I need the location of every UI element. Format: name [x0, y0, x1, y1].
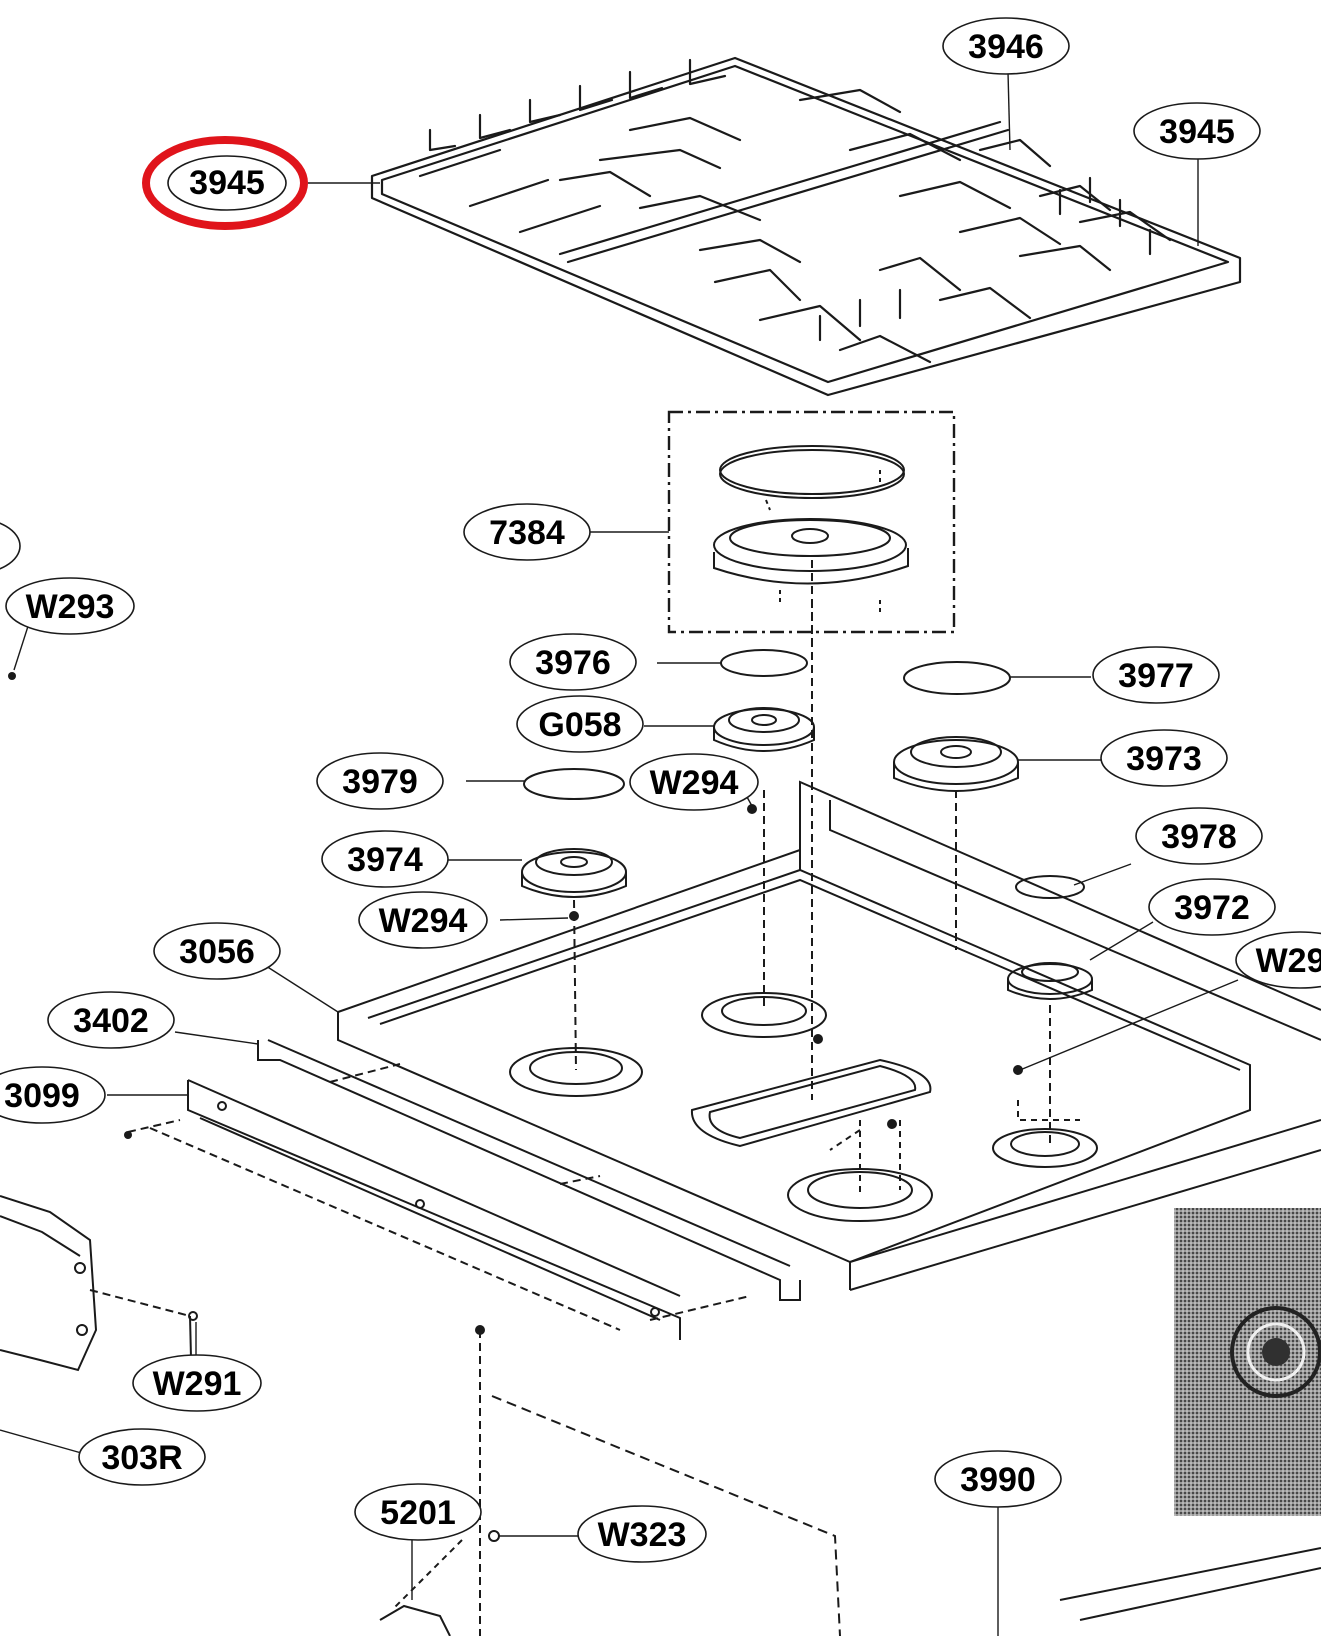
callout-3056[interactable]: 3056 — [153, 922, 281, 980]
oval-burner-assembly — [667, 410, 956, 650]
callout-label: W294 — [650, 764, 739, 802]
callout-label: 3056 — [179, 933, 255, 971]
callout-label: W294 — [1256, 942, 1321, 980]
callout-label: W291 — [153, 1365, 242, 1403]
highlight-ring — [142, 136, 308, 230]
callout-w294[interactable]: W294 — [1235, 931, 1321, 989]
callout-3973[interactable]: 3973 — [1100, 729, 1228, 787]
callouts: 3945 3946 3945 7384 W293 3976 3977 — [0, 17, 1321, 1563]
callout-label: 3979 — [342, 763, 418, 801]
callout-3978[interactable]: 3978 — [1135, 807, 1263, 865]
callout-label: W323 — [598, 1516, 687, 1554]
callout-3945-highlighted[interactable]: 3945 — [167, 155, 287, 211]
callout-label: 3402 — [73, 1002, 149, 1040]
callout-3946[interactable]: 3946 — [942, 17, 1070, 75]
callout-label: 3977 — [1118, 657, 1194, 695]
callout-3976[interactable]: 3976 — [509, 633, 637, 691]
callout-label: 3946 — [968, 28, 1044, 66]
callout-label: 3945 — [189, 164, 265, 202]
callout-w291[interactable]: W291 — [132, 1354, 262, 1412]
cooktop-tray — [337, 600, 1321, 1291]
callout-label: 3945 — [1159, 113, 1235, 151]
callout-w323[interactable]: W323 — [577, 1505, 707, 1563]
callout-label: 3972 — [1174, 889, 1250, 927]
callout-label: 7384 — [489, 514, 565, 552]
callout-w294[interactable]: W294 — [358, 891, 488, 949]
callout-label: 3990 — [960, 1461, 1036, 1499]
callout-3990[interactable]: 3990 — [934, 1450, 1062, 1508]
callout-label: W293 — [26, 588, 115, 626]
leader-lines — [0, 71, 1239, 1636]
callout-w294[interactable]: W294 — [629, 753, 759, 811]
callout-3099[interactable]: 3099 — [0, 1066, 106, 1124]
partial-callout — [0, 522, 21, 570]
callout-label: 3974 — [347, 841, 423, 879]
callout-label: W294 — [379, 902, 468, 940]
grate-assembly — [370, 56, 1242, 397]
front-rails — [127, 1039, 801, 1340]
screws — [8, 672, 1023, 1335]
burner-caps-and-heads — [521, 649, 1093, 1000]
callout-w293[interactable]: W293 — [5, 577, 135, 635]
callout-label: G058 — [538, 706, 621, 744]
callout-303r[interactable]: 303R — [78, 1428, 206, 1486]
photo-inset — [1174, 1208, 1321, 1516]
callout-3972[interactable]: 3972 — [1148, 878, 1276, 936]
callout-3945[interactable]: 3945 — [1133, 102, 1261, 160]
callout-3974[interactable]: 3974 — [321, 830, 449, 888]
callout-label: 5201 — [380, 1494, 456, 1532]
callout-7384[interactable]: 7384 — [463, 503, 591, 561]
callout-label: 303R — [101, 1439, 182, 1477]
callout-label: 3978 — [1161, 818, 1237, 856]
callout-3402[interactable]: 3402 — [47, 991, 175, 1049]
callout-g058[interactable]: G058 — [516, 695, 644, 753]
callout-5201[interactable]: 5201 — [354, 1483, 482, 1541]
callout-3977[interactable]: 3977 — [1092, 646, 1220, 704]
callout-label: 3099 — [4, 1077, 80, 1115]
callout-label: 3973 — [1126, 740, 1202, 778]
callout-3979[interactable]: 3979 — [316, 752, 444, 810]
callout-label: 3976 — [535, 644, 611, 682]
